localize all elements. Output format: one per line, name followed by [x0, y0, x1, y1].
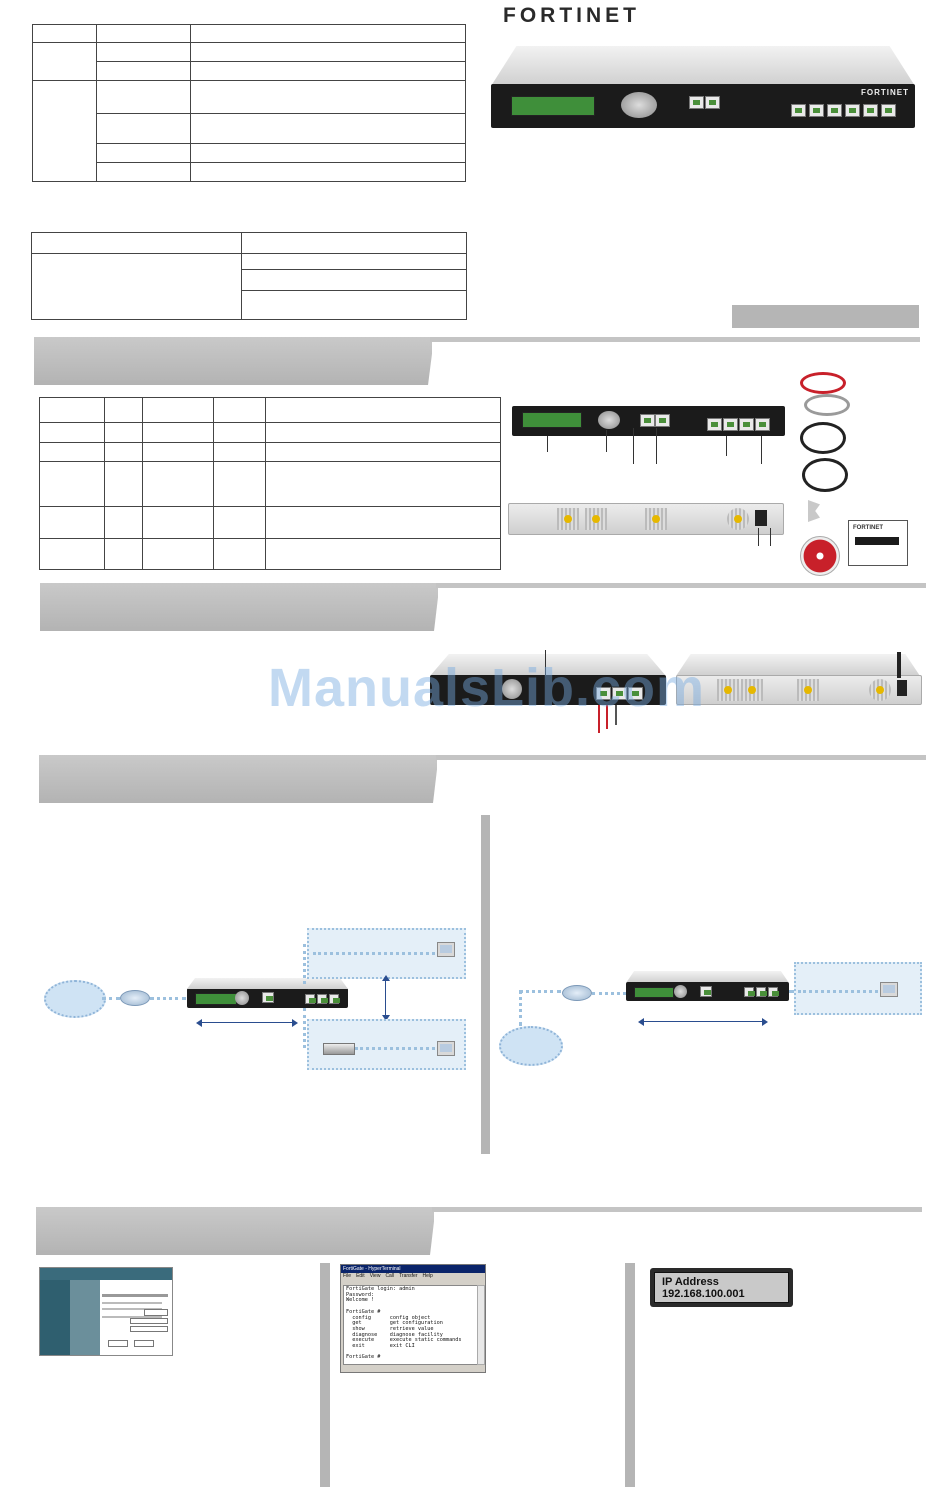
transparent-device-icon — [626, 982, 789, 1001]
fortinet-logo-icon: FORTINET — [503, 4, 640, 27]
terminal-menu-item[interactable]: Edit — [356, 1273, 365, 1279]
terminal-line: Welcome ! — [346, 1297, 375, 1304]
internet-cloud-icon — [44, 980, 106, 1018]
internet-cloud-icon — [499, 1026, 563, 1066]
terminal-line: FortiGate # — [346, 1354, 381, 1361]
front-panel-small-icon — [512, 406, 785, 436]
column-divider — [481, 815, 490, 1154]
terminal-line: execute execute static commands — [352, 1337, 462, 1344]
device-logo: FORTINET — [861, 88, 909, 97]
computer-icon — [880, 982, 898, 997]
terminal-menu-item[interactable]: View — [369, 1273, 381, 1279]
router-icon — [562, 985, 592, 1001]
switch-icon — [323, 1043, 355, 1055]
terminal-menu: File Edit View Call Transfer Help — [343, 1273, 438, 1280]
web-manager-screenshot — [39, 1267, 173, 1356]
column-divider-3 — [625, 1263, 635, 1487]
spec-table-2 — [31, 232, 467, 320]
terminal-line: get get configuration — [352, 1320, 443, 1327]
terminal-title: FortiGate - HyperTerminal — [341, 1265, 485, 1273]
spec-table-1 — [32, 24, 466, 182]
terminal-menu-item[interactable]: Call — [385, 1273, 395, 1279]
terminal-line: FortiGate login: admin — [346, 1286, 415, 1292]
ethernet-cable-icon — [800, 372, 850, 416]
section-bar-4 — [0, 1207, 922, 1255]
section-bar-2 — [0, 583, 926, 631]
router-icon — [120, 990, 150, 1006]
terminal-menu-item[interactable]: Transfer — [399, 1273, 418, 1279]
terminal-menu-item[interactable]: File — [343, 1273, 352, 1279]
terminal-line: FortiGate # — [346, 1308, 381, 1315]
column-divider-2 — [320, 1263, 330, 1487]
terminal-body: FortiGate login: admin Password: Welcome… — [343, 1285, 479, 1365]
section-bar-3 — [0, 755, 926, 803]
lcd-line-2: 192.168.100.001 — [662, 1288, 745, 1300]
console-cable-icon — [800, 422, 846, 454]
computer-icon — [437, 1041, 455, 1056]
terminal-menu-item[interactable]: Help — [422, 1273, 433, 1279]
terminal-window: FortiGate - HyperTerminal File Edit View Ca… — [340, 1264, 486, 1373]
section-bar-1 — [0, 337, 920, 385]
nat-device-icon — [187, 988, 348, 1008]
terminal-line: diagnose diagnose facility — [352, 1331, 443, 1338]
mounting-bracket-icon — [808, 500, 820, 522]
power-cable-icon — [802, 458, 848, 492]
internal-network-zone — [307, 928, 466, 979]
package-contents-table — [39, 397, 501, 570]
quickstart-guide-icon: FORTINET — [848, 520, 908, 566]
watermark: ManualsLib.com — [268, 658, 706, 718]
documentation-cd-icon — [800, 536, 840, 576]
dmz-network-zone — [307, 1019, 466, 1070]
rear-panel-small-icon — [508, 503, 784, 535]
lcd-line-1: IP Address — [662, 1276, 719, 1288]
lcd-panel: IP Address 192.168.100.001 — [650, 1268, 793, 1307]
gray-label-box — [732, 305, 919, 328]
terminal-line: exit exit CLI — [352, 1343, 415, 1350]
terminal-line: show retrieve value — [352, 1325, 434, 1332]
terminal-line: config config object — [352, 1314, 431, 1321]
terminal-line: Password: — [346, 1291, 375, 1298]
computer-icon — [437, 942, 455, 957]
transparent-network-zone — [794, 962, 922, 1015]
